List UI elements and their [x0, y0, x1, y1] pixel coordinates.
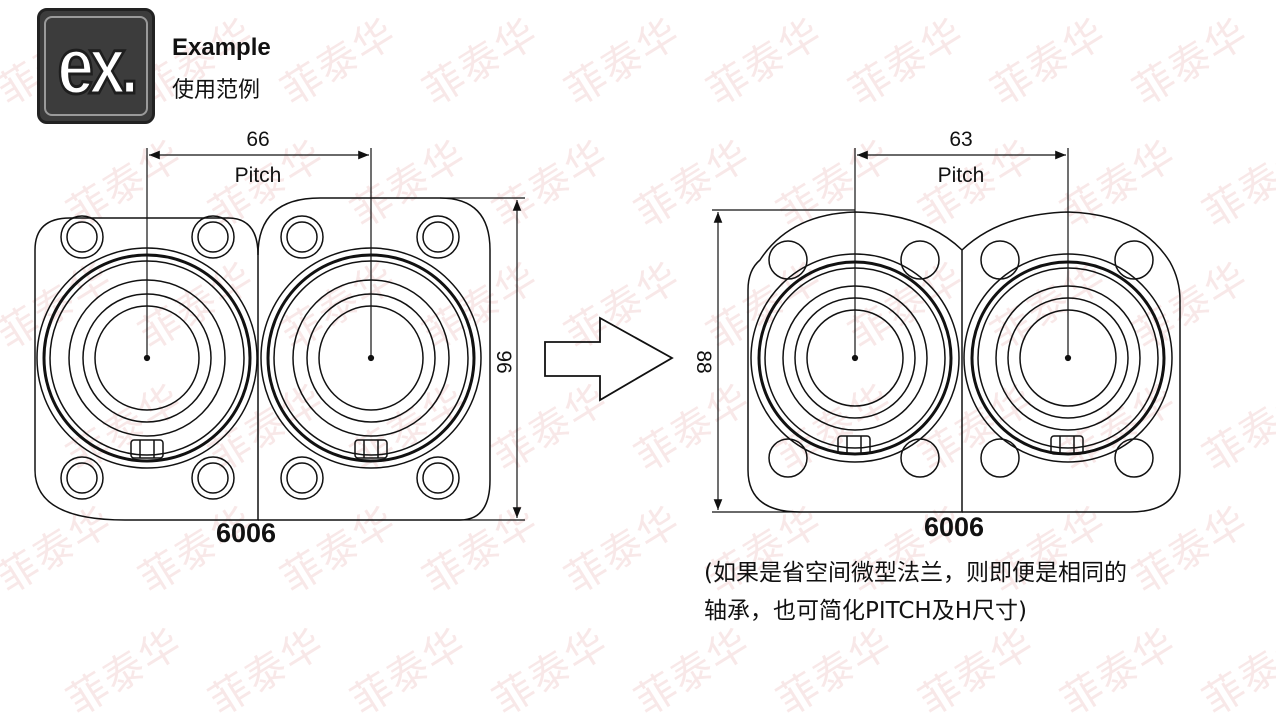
- right-flange-2-outline: [961, 211, 1181, 513]
- right-pitch-dimension: [851, 148, 1072, 362]
- right-flange-1-outline: [747, 211, 963, 513]
- right-assembly: [712, 148, 1181, 513]
- direction-arrow: [544, 316, 674, 402]
- logo-frame: ex.: [44, 16, 148, 116]
- note-line-2: 轴承，也可简化PITCH及H尺寸): [704, 598, 1027, 624]
- note-text: (如果是省空间微型法兰，则即便是相同的 轴承，也可简化PITCH及H尺寸): [704, 554, 1274, 630]
- right-pitch-label: Pitch: [938, 164, 985, 187]
- note-line-1: (如果是省空间微型法兰，则即便是相同的: [704, 560, 1127, 586]
- left-pitch-label: Pitch: [235, 164, 282, 187]
- left-bearing-2: [260, 247, 482, 469]
- example-logo: ex.: [37, 8, 155, 124]
- left-flange-2-bolt-holes: [280, 215, 460, 500]
- left-height-value: 96: [492, 350, 515, 373]
- left-flange-1-outline: [34, 217, 259, 521]
- left-assembly: [34, 148, 525, 521]
- right-pitch-value: 63: [949, 128, 972, 151]
- example-subtitle: 使用范例: [172, 78, 261, 103]
- left-flange-1-bolt-holes: [60, 215, 235, 500]
- left-model-label: 6006: [216, 518, 277, 548]
- right-height-value: 88: [692, 350, 715, 373]
- left-pitch-value: 66: [246, 128, 269, 151]
- left-height-dimension: [440, 197, 525, 521]
- right-model-label: 6006: [924, 512, 985, 542]
- left-flange-2-outline: [257, 197, 491, 521]
- right-height-dimension: [712, 209, 855, 513]
- logo-text: ex.: [57, 21, 141, 110]
- flange-diagram: 66 Pitch 96: [34, 128, 1181, 521]
- example-title: Example: [172, 34, 271, 61]
- left-pitch-dimension: [143, 148, 375, 362]
